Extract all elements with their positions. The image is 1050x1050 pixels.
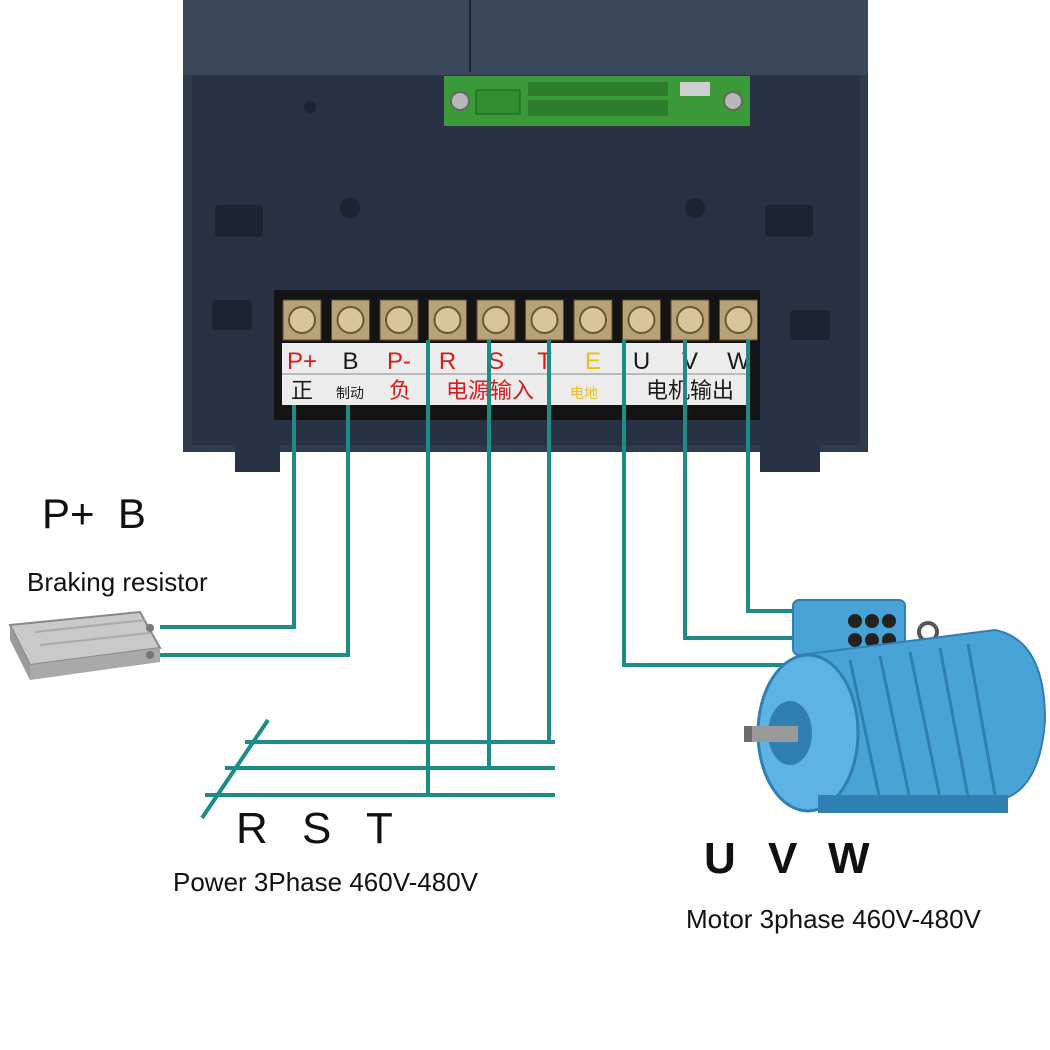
power-r-label: R (236, 804, 268, 853)
motor-caption: Motor 3phase 460V-480V (686, 904, 982, 934)
braking-terminals-label: P+ B (42, 490, 146, 537)
terminal-label: S (488, 348, 504, 375)
terminal-caption: 电机输出 (646, 378, 734, 403)
terminal-caption: 正 (291, 378, 313, 403)
terminal-caption: 电地 (570, 385, 598, 401)
terminal-screws (282, 299, 758, 341)
wire-w (746, 340, 800, 613)
terminal-caption: 负 (389, 378, 411, 403)
terminal-label: U (633, 348, 650, 375)
wires (160, 340, 800, 820)
braking-resistor-image (8, 610, 162, 680)
terminal-screw-head (336, 306, 365, 334)
terminal-screw-head (724, 306, 753, 334)
wire-p-plus (160, 405, 296, 629)
power-s-label: S (302, 804, 331, 853)
terminal-screw-head (433, 306, 462, 334)
terminal-label: R (439, 348, 456, 375)
terminal-screw-head (482, 306, 510, 334)
terminal-screw-head (627, 306, 656, 334)
wire-b (160, 405, 350, 657)
terminal-label: E (585, 348, 601, 375)
terminal-caption: 制动 (336, 385, 364, 401)
motor-image (744, 599, 1047, 813)
braking-resistor-label: Braking resistor (27, 567, 208, 597)
motor-u-label: U (704, 834, 736, 883)
wire-u (622, 340, 790, 667)
terminal-label: P+ (287, 348, 317, 375)
terminal-screw-head (579, 306, 607, 334)
power-t-label: T (366, 804, 393, 853)
terminal-label: W (727, 348, 750, 375)
power-caption: Power 3Phase 460V-480V (173, 867, 479, 897)
terminal-screw-head (530, 306, 559, 334)
terminal-screw-head (385, 306, 413, 334)
terminal-screw-head (676, 306, 704, 334)
terminal-screw-head (288, 306, 316, 334)
terminal-label: P- (387, 348, 411, 375)
motor-w-label: W (828, 834, 870, 883)
terminal-label: B (342, 348, 358, 375)
control-pcb (444, 76, 750, 126)
bus-slash (200, 718, 270, 820)
motor-v-label: V (768, 834, 798, 883)
wire-v (683, 340, 800, 640)
